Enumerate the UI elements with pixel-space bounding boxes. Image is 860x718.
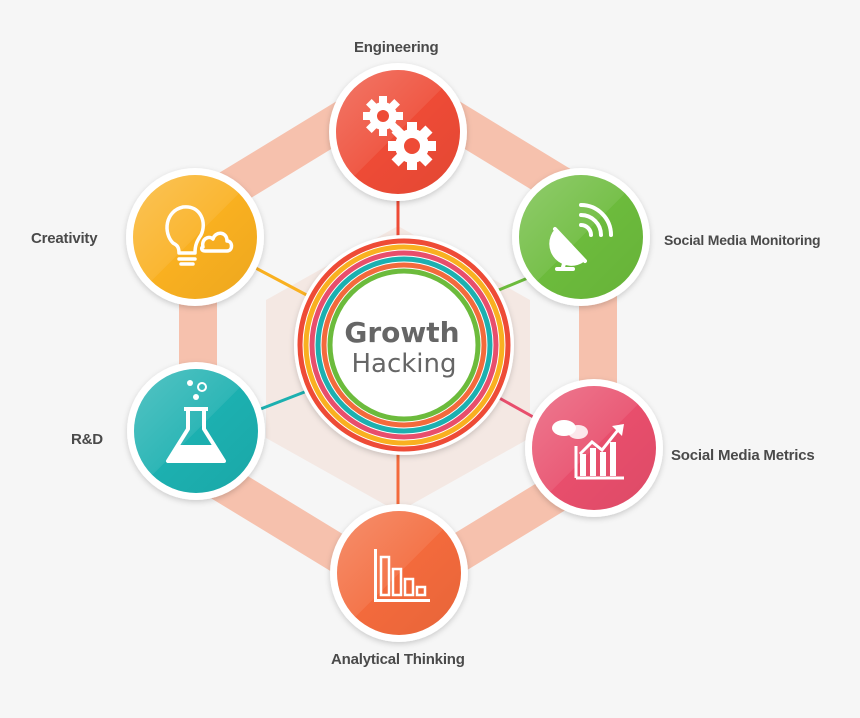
label-creativity: Creativity <box>31 230 98 247</box>
satellite-dish-icon <box>549 203 613 271</box>
label-social-media-metrics: Social Media Metrics <box>671 447 815 464</box>
node-social-media-metrics <box>525 379 663 517</box>
node-social-media-monitoring <box>512 168 650 306</box>
center-title-line2: Hacking <box>351 349 456 379</box>
label-analytical-thinking: Analytical Thinking <box>331 651 465 668</box>
flask-icon <box>166 380 226 463</box>
lightbulb-icon <box>165 205 234 266</box>
node-engineering <box>329 63 467 201</box>
center-hub: Growth Hacking <box>294 235 514 455</box>
label-social-media-monitoring: Social Media Monitoring <box>664 232 821 248</box>
gears-icon <box>363 96 436 170</box>
label-engineering: Engineering <box>354 39 439 56</box>
label-rnd: R&D <box>71 431 103 448</box>
center-title-line1: Growth <box>344 316 459 349</box>
node-analytical-thinking <box>330 504 468 642</box>
node-creativity <box>126 168 264 306</box>
bar-chart-icon <box>374 549 430 602</box>
node-rnd <box>127 362 265 500</box>
connector-creativity <box>249 263 317 302</box>
metrics-chart-icon <box>552 420 624 480</box>
